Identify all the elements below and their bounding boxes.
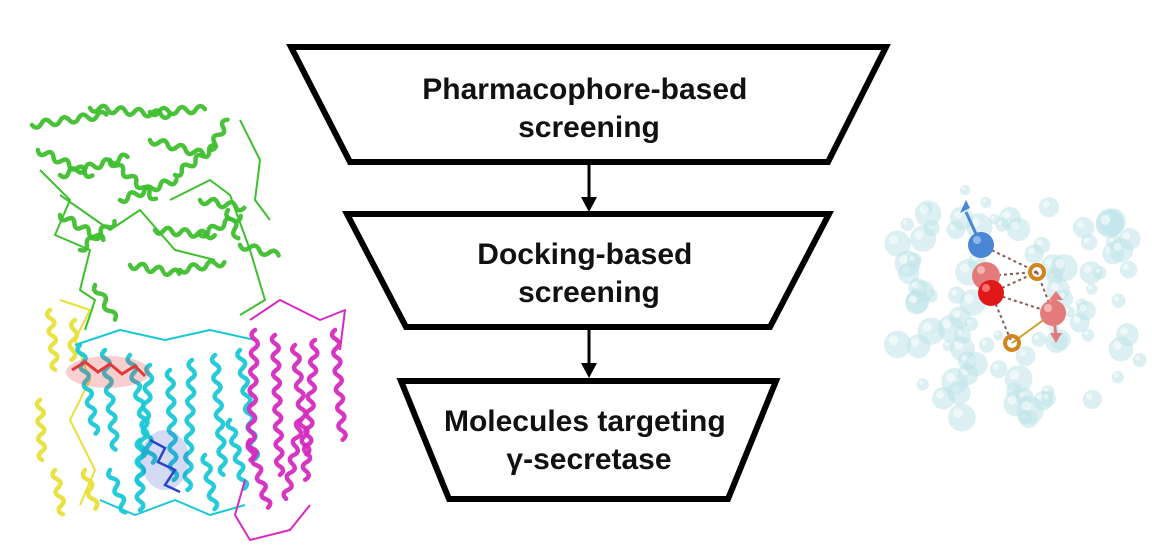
protein-magenta-domain (234, 299, 348, 541)
hydrogen-bond-donor-pink (1040, 291, 1066, 343)
funnel-stage-pharmacophore-shape (286, 44, 891, 165)
exclusion-volume-spheres (883, 185, 1147, 432)
flow-arrowhead-1 (581, 197, 597, 212)
aromatic-ring-orange (1003, 263, 1046, 352)
ligand-blue-stick (141, 430, 189, 494)
protein-structure-illustration (29, 103, 348, 541)
funnel-stage-targets-shape (396, 378, 781, 502)
pharmacophore-red-sphere (978, 280, 1004, 306)
ligand-red-stick (66, 356, 150, 388)
flow-arrowhead-2 (581, 363, 597, 378)
funnel-stage-docking-shape (342, 211, 834, 330)
funnel-stage-docking-label: Docking-based screening (477, 238, 700, 309)
protein-yellow-domain (34, 299, 100, 517)
screening-funnel: Pharmacophore-based screening Docking-ba… (286, 44, 891, 502)
protein-green-domain (29, 103, 281, 331)
pharmacophore-model-illustration (883, 185, 1147, 432)
funnel-stage-targets-label: Molecules targeting γ-secretase (444, 405, 734, 476)
hydrogen-bond-acceptor-blue (960, 200, 994, 258)
funnel-stage-pharmacophore-label: Pharmacophore-based screening (422, 73, 755, 144)
